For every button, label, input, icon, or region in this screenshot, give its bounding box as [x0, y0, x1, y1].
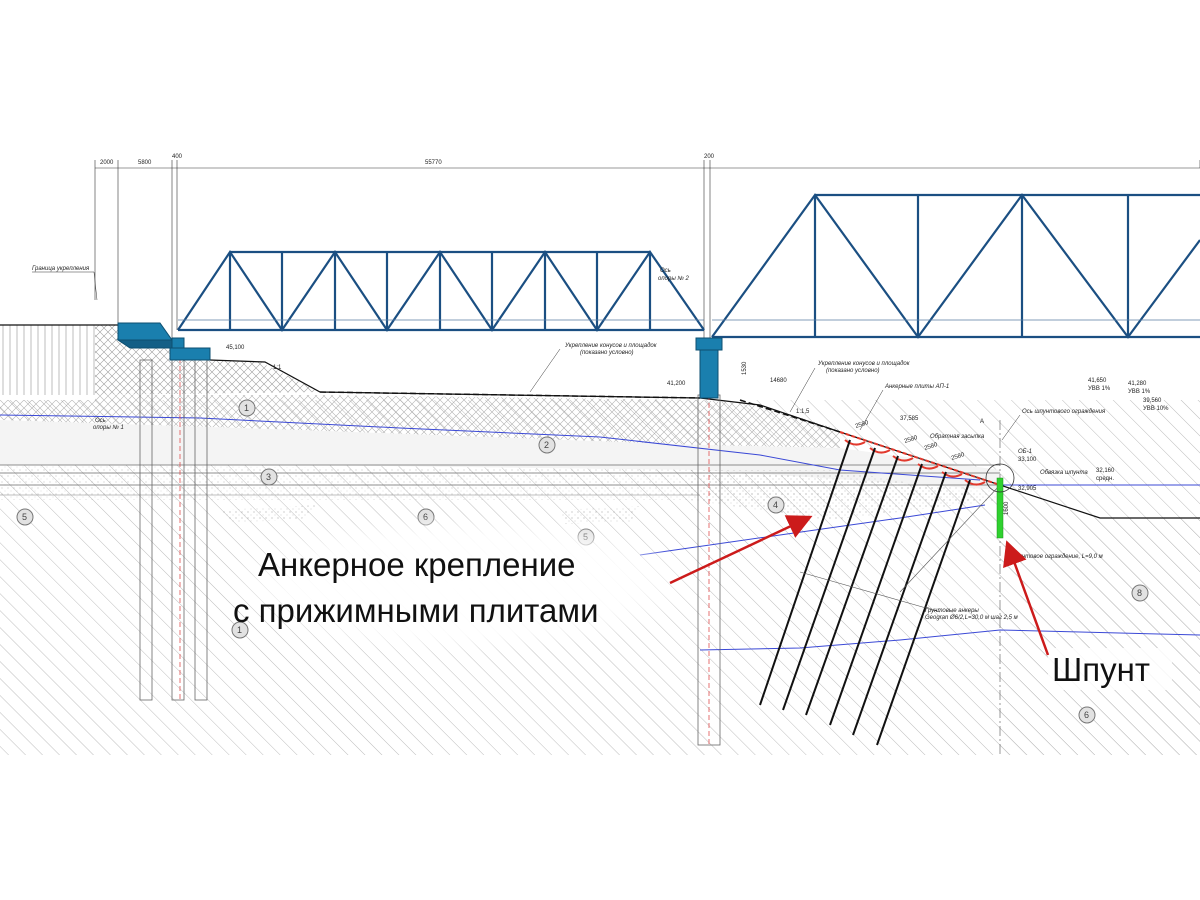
callout-sheet-pile-label: Шпунт	[1052, 651, 1150, 688]
svg-text:А: А	[980, 419, 984, 425]
svg-text:1:1,5: 1:1,5	[796, 409, 810, 415]
dim-2580-d: 2580	[951, 452, 966, 462]
svg-text:33,100: 33,100	[1018, 457, 1037, 463]
dim-200: 200	[704, 154, 715, 160]
svg-text:6: 6	[1084, 710, 1089, 720]
svg-text:4: 4	[773, 500, 778, 510]
dim-2580-a: 2580	[855, 420, 870, 430]
piers	[116, 322, 723, 399]
svg-text:средн.: средн.	[1096, 476, 1114, 482]
annotations: Граница укрепления Ось опоры № 1 Ось опо…	[32, 266, 1169, 621]
dim-1530: 1530	[742, 361, 748, 375]
svg-text:Укрепление конусов и площадок: Укрепление конусов и площадок	[564, 343, 658, 349]
svg-text:1: 1	[237, 625, 242, 635]
ground-anchors	[759, 439, 971, 746]
svg-text:УВВ 10%: УВВ 10%	[1143, 406, 1169, 412]
svg-text:опоры № 2: опоры № 2	[658, 275, 690, 282]
callout-sheet-pile: Шпунт	[1003, 540, 1172, 690]
dim-14680: 14680	[770, 378, 787, 384]
svg-text:Шпунтовое ограждение, L=9,0 м: Шпунтовое ограждение, L=9,0 м	[1010, 554, 1103, 560]
anchor-grid	[799, 484, 1001, 613]
svg-text:2: 2	[544, 440, 549, 450]
dim-1600: 1600	[1004, 501, 1010, 515]
svg-text:Обратная засыпка: Обратная засыпка	[930, 434, 985, 440]
dim-5800: 5800	[138, 160, 152, 166]
svg-text:41,650: 41,650	[1088, 378, 1107, 384]
bridge-truss-right	[711, 193, 1200, 339]
svg-text:опоры № 1: опоры № 1	[93, 424, 124, 431]
callout-anchor: Анкерное крепление с прижимными плитами	[233, 515, 813, 629]
svg-text:(показано условно): (показано условно)	[826, 368, 880, 374]
svg-text:1:1: 1:1	[273, 365, 282, 371]
svg-text:41,200: 41,200	[667, 381, 686, 387]
dim-400: 400	[172, 154, 183, 160]
svg-text:УВВ 1%: УВВ 1%	[1128, 389, 1151, 395]
svg-text:32,160: 32,160	[1096, 468, 1115, 474]
dimension-lines	[94, 160, 1200, 345]
reference-lines	[0, 464, 1000, 496]
dim-55770: 55770	[425, 160, 442, 166]
svg-text:41,280: 41,280	[1128, 381, 1147, 387]
dim-2580-b: 2580	[904, 435, 919, 445]
piles	[139, 349, 721, 746]
svg-text:УВВ 1%: УВВ 1%	[1088, 386, 1111, 392]
label-boundary: Граница укрепления	[32, 266, 90, 272]
svg-text:32,905: 32,905	[1018, 486, 1037, 492]
svg-text:Анкерные плиты АП-1: Анкерные плиты АП-1	[884, 384, 949, 390]
svg-text:8: 8	[1137, 588, 1142, 598]
dim-2000: 2000	[100, 160, 114, 166]
svg-text:Грунтовые анкеры: Грунтовые анкеры	[925, 608, 979, 614]
svg-text:39,560: 39,560	[1143, 398, 1162, 404]
svg-text:1: 1	[244, 403, 249, 413]
bridge-truss-left	[177, 250, 705, 332]
dimension-values: 2000 5800 400 55770 200 14680 1530 2580 …	[100, 154, 1010, 515]
svg-text:3: 3	[266, 472, 271, 482]
svg-text:37,585: 37,585	[900, 416, 919, 422]
svg-text:Geogran Ø6/2,L=30,0 м шаг 2,5: Geogran Ø6/2,L=30,0 м шаг 2,5 м	[925, 615, 1018, 621]
svg-text:Ось: Ось	[95, 418, 106, 424]
svg-text:5: 5	[22, 512, 27, 522]
svg-text:Обвязка шпунта: Обвязка шпунта	[1040, 470, 1088, 476]
svg-text:ОБ-1: ОБ-1	[1018, 449, 1032, 455]
svg-text:(показано условно): (показано условно)	[580, 350, 634, 356]
svg-text:45,100: 45,100	[226, 345, 245, 351]
svg-text:Ось: Ось	[660, 268, 671, 274]
dim-2580-c: 2580	[924, 442, 939, 452]
svg-text:Укрепление конусов и площадок: Укрепление конусов и площадок	[817, 361, 911, 367]
svg-text:Ось шпунтового ограждения: Ось шпунтового ограждения	[1022, 409, 1106, 415]
anchor-plates	[839, 431, 1001, 486]
callout-anchor-line2: с прижимными плитами	[233, 592, 599, 629]
sheet-pile	[985, 420, 1015, 755]
callout-anchor-line1: Анкерное крепление	[258, 546, 575, 583]
